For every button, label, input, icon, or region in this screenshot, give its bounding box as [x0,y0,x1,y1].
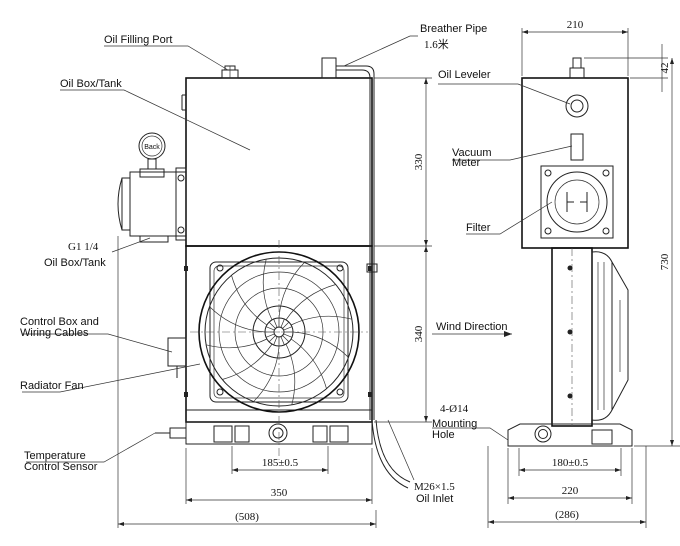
breather-pipe [321,57,411,489]
side-oil-tank [521,77,629,249]
side-view [507,57,633,447]
fan-spoke [285,284,336,321]
vacuum-meter-label-line1: Vacuum [452,147,492,159]
fan-hub-rib [268,321,276,329]
inlet-thread-label: M26×1.5 [414,481,455,493]
fan-hub-rib [282,335,290,343]
fan-hub-rib [283,326,293,331]
fan-spoke [292,331,349,358]
dim-side-overall: (286) [555,509,579,521]
front-view [117,57,411,489]
thread-g1-label: G1 1/4 [68,241,99,253]
vacuum-meter-label-line2: Meter [452,157,480,169]
dim-side-base-width: 220 [562,485,579,497]
fan-spoke [290,338,327,389]
fan-hub-rib [268,335,276,343]
dim-side-hole-spacing: 180±0.5 [552,457,589,469]
mounting-hole-label-line1: Mounting [432,418,477,430]
fan-spoke [253,345,280,402]
temperature-sensor [155,427,187,439]
oil-box-tank-top-label: Oil Box/Tank [60,78,122,90]
fan-hub-rib [273,318,278,328]
fan-spoke [278,262,305,319]
fan-spoke [222,343,273,380]
control-box-label-line1: Control Box and [20,316,99,328]
leader-lines [22,35,573,481]
temperature-sensor-label-line2: Control Sensor [24,461,98,473]
fan-hub-rib [283,333,293,338]
fan-hub-rib [282,321,290,329]
dim-side-top-height: 42 [659,63,671,74]
dim-side-total-height: 730 [659,253,671,270]
dim-tank-height: 330 [413,153,425,170]
dim-front-overall: (508) [235,511,259,523]
vacuum-meter [570,133,584,161]
suction-filter [117,167,187,243]
oil-tank-body [185,77,373,247]
temperature-sensor-label-line1: Temperature [24,450,86,462]
wind-direction-label: Wind Direction [436,321,508,333]
gauge-back-label: Back [144,144,160,151]
fan-hub-rib [265,326,275,331]
fan-hub-rib [280,318,285,328]
oil-box-tank-bottom-label: Oil Box/Tank [44,257,106,269]
radiator-fan-label: Radiator Fan [20,380,84,392]
fan-hub-rib [280,336,285,346]
filter-label: Filter [466,222,491,234]
fan-hub-rib [265,333,275,338]
oil-filling-port-label: Oil Filling Port [104,34,172,46]
fan-spoke [209,306,266,333]
control-box-label-line2: Wiring Cables [20,327,89,339]
dim-radiator-height: 340 [413,325,425,342]
filter-flange [540,165,614,239]
side-fan [591,251,629,421]
fan-spoke [290,315,352,326]
mounting-hole-label-line2: Hole [432,429,455,441]
dim-front-hole-spacing: 185±0.5 [262,457,299,469]
fan-spoke [285,343,296,405]
oil-filling-port [221,65,239,79]
dim-front-width: 350 [271,487,288,499]
vacuum-gauge [138,132,166,178]
breather-pipe-label: Breather Pipe [420,23,487,35]
dim-side-top-width: 210 [567,19,584,31]
labels: Oil Filling Port Oil Box/Tank Back G1 1/… [20,19,671,523]
fan-spoke [206,338,268,349]
mounting-spec-label: 4-Ø14 [440,403,469,415]
oil-leveler [565,57,589,118]
front-dimensions [117,77,432,528]
breather-size-label: 1.6米 [424,38,449,51]
fan-hub-rib [273,336,278,346]
oil-leveler-label: Oil Leveler [438,69,491,81]
fan-spoke [262,259,273,321]
side-dimensions [487,28,680,528]
oil-inlet-label: Oil Inlet [416,493,453,505]
fan-spoke [231,275,268,326]
side-base [507,423,633,447]
control-box [167,337,187,378]
